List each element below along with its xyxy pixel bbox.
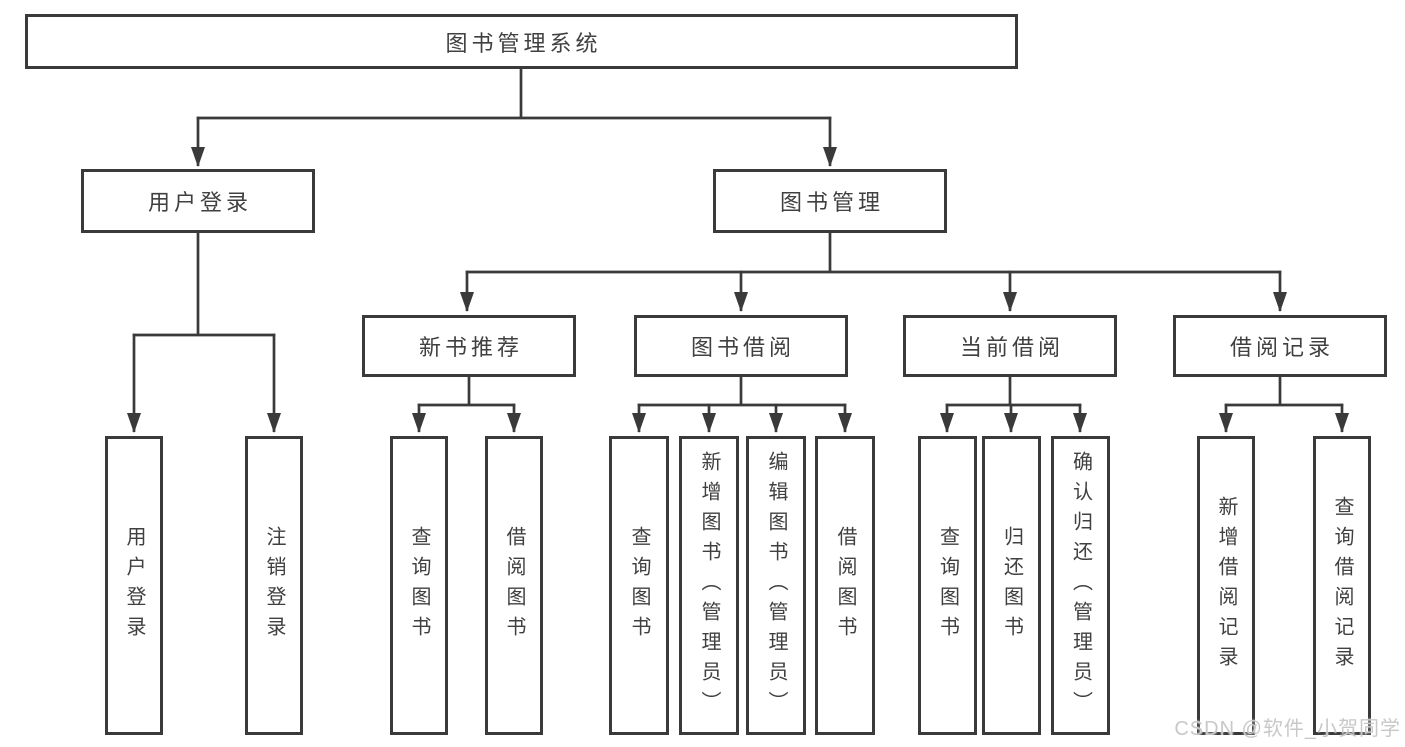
leaf-logout-login: 注销登录 <box>245 436 303 735</box>
connector-root-to-level2 <box>191 69 837 167</box>
leaf-edit-book-admin: 编辑图书（管理员） <box>746 436 806 735</box>
leaf-add-book-admin: 新增图书（管理员） <box>679 436 739 735</box>
leaf-query-books: 查询图书 <box>390 436 448 735</box>
leaf-query-books: 查询图书 <box>609 436 669 735</box>
node-book-management: 图书管理 <box>713 169 947 233</box>
watermark: CSDN @软件_小贺同学 <box>1174 718 1401 740</box>
node-current-borrow: 当前借阅 <box>903 315 1117 377</box>
node-new-book-recommend: 新书推荐 <box>362 315 576 377</box>
connector-current-borrow-to-leaves <box>940 377 1087 433</box>
connector-book-borrow-to-leaves <box>632 377 852 433</box>
connector-new-book-to-leaves <box>412 377 521 433</box>
node-root: 图书管理系统 <box>25 14 1018 69</box>
node-book-borrow: 图书借阅 <box>634 315 848 377</box>
node-user-login: 用户登录 <box>81 169 315 233</box>
leaf-query-borrow-record: 查询借阅记录 <box>1313 436 1371 735</box>
connector-user-login-to-leaves <box>127 233 281 433</box>
leaf-query-books: 查询图书 <box>918 436 977 735</box>
leaf-add-borrow-record: 新增借阅记录 <box>1197 436 1255 735</box>
leaf-return-books: 归还图书 <box>982 436 1041 735</box>
leaf-user-login: 用户登录 <box>105 436 163 735</box>
connector-book-management-to-level3 <box>460 233 1287 312</box>
node-borrow-records: 借阅记录 <box>1173 315 1387 377</box>
connector-borrow-records-to-leaves <box>1219 377 1349 433</box>
leaf-borrow-books: 借阅图书 <box>485 436 543 735</box>
leaf-borrow-books: 借阅图书 <box>815 436 875 735</box>
leaf-confirm-return-admin: 确认归还（管理员） <box>1051 436 1110 735</box>
